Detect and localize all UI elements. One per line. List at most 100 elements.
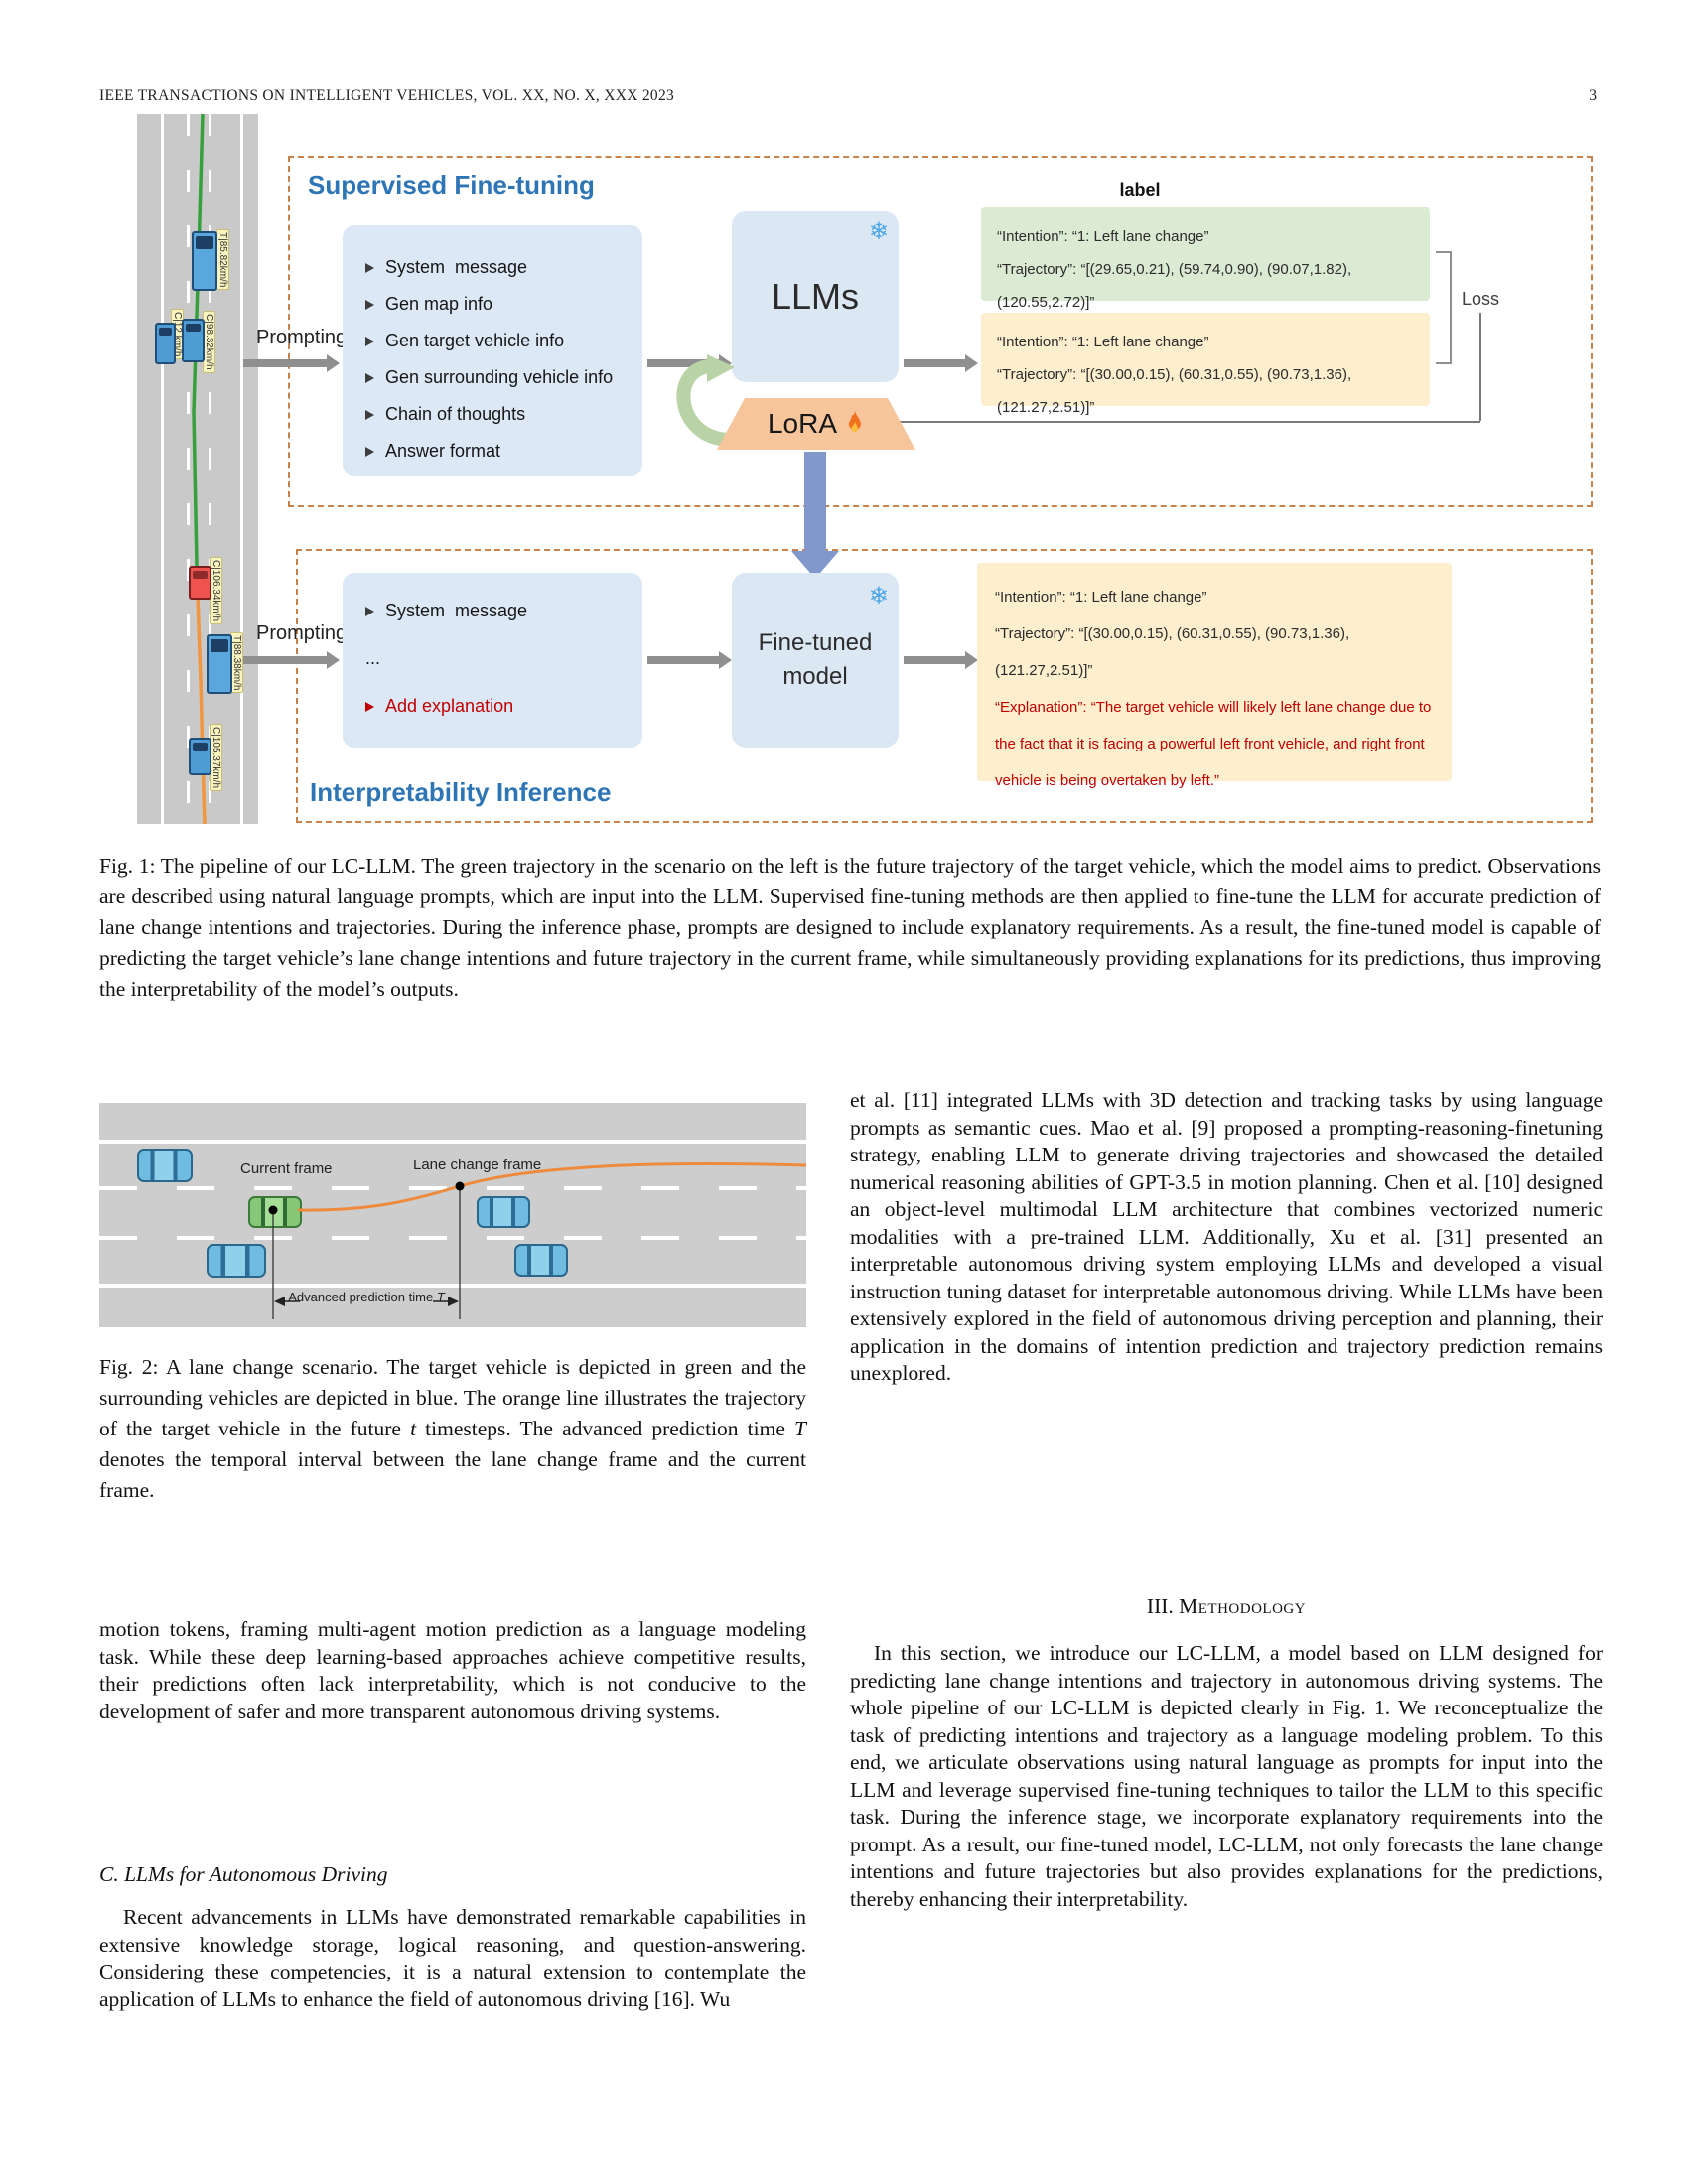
road-scenario: T|85.82km/h C|12 km/h C|98.32km/h C|106.…: [137, 114, 258, 824]
caption-var-T: T: [794, 1417, 806, 1440]
loss-bracket: [1436, 251, 1452, 364]
annotation-text: Advanced prediction time: [288, 1290, 437, 1304]
lane-change-dot: [455, 1181, 465, 1191]
output-intention: “Intention”: “1: Left lane change”: [995, 589, 1207, 606]
caption-segment: timesteps. The advanced prediction time: [416, 1417, 795, 1440]
fire-icon: [848, 411, 862, 433]
finetuned-label-line2: model: [782, 663, 848, 690]
snowflake-icon: ❄: [868, 217, 889, 245]
prompting-label: Prompting: [256, 327, 348, 348]
vehicle-truck: [192, 231, 217, 291]
output-explanation: “Explanation”: “The target vehicle will …: [995, 699, 1432, 789]
bullet-arrow-icon: [365, 409, 374, 420]
journal-header: IEEE TRANSACTIONS ON INTELLIGENT VEHICLE…: [99, 87, 675, 104]
lane-change-trajectory: [297, 1162, 806, 1212]
prompt-item-label: System message: [385, 601, 528, 620]
prompt-item-add-explanation: Add explanation: [365, 688, 513, 725]
prompt-item: Gen target vehicle info: [365, 323, 613, 359]
prompting-arrow: [243, 656, 327, 664]
trajectory-overlay: [192, 114, 207, 824]
lane-line: [240, 114, 243, 824]
page-number: 3: [1589, 87, 1597, 104]
windshield: [196, 236, 213, 249]
vehicle-car: [189, 738, 211, 775]
finetune-transfer-arrow: [804, 452, 826, 553]
prompting-arrow: [243, 359, 327, 367]
annotation-arrowhead: [448, 1297, 459, 1306]
surrounding-vehicle: [477, 1196, 530, 1228]
finetuned-model-box: ❄ Fine-tuned model: [732, 573, 899, 748]
prompt-item-label: Gen surrounding vehicle info: [385, 367, 614, 387]
prompt-to-llm-arrow: [647, 359, 719, 367]
left-column-paragraph-1: motion tokens, framing multi-agent motio…: [99, 1617, 806, 1723]
windshield: [211, 639, 228, 652]
section-heading-methodology: III. Methodology: [850, 1594, 1603, 1619]
lora-adapter: LoRA: [717, 398, 915, 450]
right-column-paragraph-1: et al. [11] integrated LLMs with 3D dete…: [850, 1088, 1603, 1385]
fig2-caption: Fig. 2: A lane change scenario. The targ…: [99, 1352, 806, 1506]
windshield: [159, 328, 172, 336]
llm-output-arrow: [904, 359, 965, 367]
bullet-arrow-icon: [365, 336, 374, 346]
prompt-item: System message: [365, 593, 527, 629]
vehicle-car: [182, 319, 205, 362]
heading-text: Methodology: [1179, 1594, 1307, 1618]
interpretability-inference-title: Interpretability Inference: [310, 777, 612, 807]
vehicle-car: [155, 323, 176, 364]
prompt-item-label: Add explanation: [385, 696, 514, 716]
interpretability-inference-box: [296, 549, 1593, 823]
prompt-to-model-arrow: [647, 656, 719, 664]
prompt-item-label: ...: [365, 648, 381, 668]
prompt-box-training: [343, 225, 642, 476]
prompt-item: Chain of thoughts: [365, 396, 613, 433]
prompt-item: Answer format: [365, 433, 613, 470]
prompt-item-label: Gen target vehicle info: [385, 331, 565, 350]
current-frame-dot: [268, 1205, 278, 1215]
surrounding-vehicle: [137, 1149, 193, 1182]
annotation-arrowhead: [274, 1297, 285, 1306]
windshield: [186, 324, 201, 332]
bullet-arrow-icon: [365, 372, 374, 383]
vehicle-truck: [207, 634, 232, 694]
fig2-overlay: [268, 1162, 806, 1319]
loss-feedback-line: [1479, 313, 1481, 421]
groundtruth-intention: “Intention”: “1: Left lane change”: [997, 228, 1209, 245]
supervised-finetuning-box: [288, 156, 1593, 507]
bullet-arrow-icon: [365, 446, 374, 457]
prediction-trajectory: “Trajectory”: “[(30.00,0.15), (60.31,0.5…: [997, 366, 1352, 416]
groundtruth-trajectory: “Trajectory”: “[(29.65,0.21), (59.74,0.9…: [997, 261, 1352, 311]
prediction-box: “Intention”: “1: Left lane change” “Traj…: [981, 313, 1430, 416]
fig1-caption: Fig. 1: The pipeline of our LC-LLM. The …: [99, 854, 1601, 1001]
right-column-paragraph-2: In this section, we introduce our LC-LLM…: [850, 1641, 1603, 1911]
prompt-item: Gen map info: [365, 286, 613, 323]
past-trajectory-line: [196, 595, 207, 824]
prompting-label: Prompting: [256, 622, 348, 644]
llms-label: LLMs: [771, 276, 860, 317]
loss-label: Loss: [1462, 289, 1500, 309]
prompt-item-label: Answer format: [385, 441, 501, 461]
caption-segment: denotes the temporal interval between th…: [99, 1447, 806, 1502]
prompt-item: System message: [365, 249, 613, 286]
bullet-arrow-icon: [365, 262, 374, 273]
prompt-item: Gen surrounding vehicle info: [365, 359, 613, 396]
output-trajectory: “Trajectory”: “[(30.00,0.15), (60.31,0.5…: [995, 625, 1350, 679]
prediction-intention: “Intention”: “1: Left lane change”: [997, 334, 1209, 350]
bullet-arrow-icon: [365, 701, 374, 712]
label-title: label: [1119, 180, 1161, 200]
groundtruth-box: “Intention”: “1: Left lane change” “Traj…: [981, 207, 1430, 311]
bullet-arrow-icon: [365, 606, 374, 616]
section-heading-c: C. LLMs for Autonomous Driving: [99, 1862, 388, 1886]
bullet-arrow-icon: [365, 299, 374, 310]
model-output-arrow: [904, 656, 965, 664]
prompt-item-label: Chain of thoughts: [385, 404, 526, 424]
lora-feedback-arrow: [676, 354, 735, 447]
heading-number: III.: [1146, 1594, 1174, 1618]
prompt-items: System message Gen map info Gen target v…: [365, 249, 613, 470]
lane-line: [99, 1236, 806, 1240]
prompt-ellipsis: ...: [365, 640, 380, 677]
lane-line: [99, 1284, 806, 1288]
target-vehicle: [189, 566, 211, 600]
road-surface: [99, 1103, 806, 1327]
loss-feedback-line: [894, 421, 1480, 423]
lane-line: [99, 1140, 806, 1144]
